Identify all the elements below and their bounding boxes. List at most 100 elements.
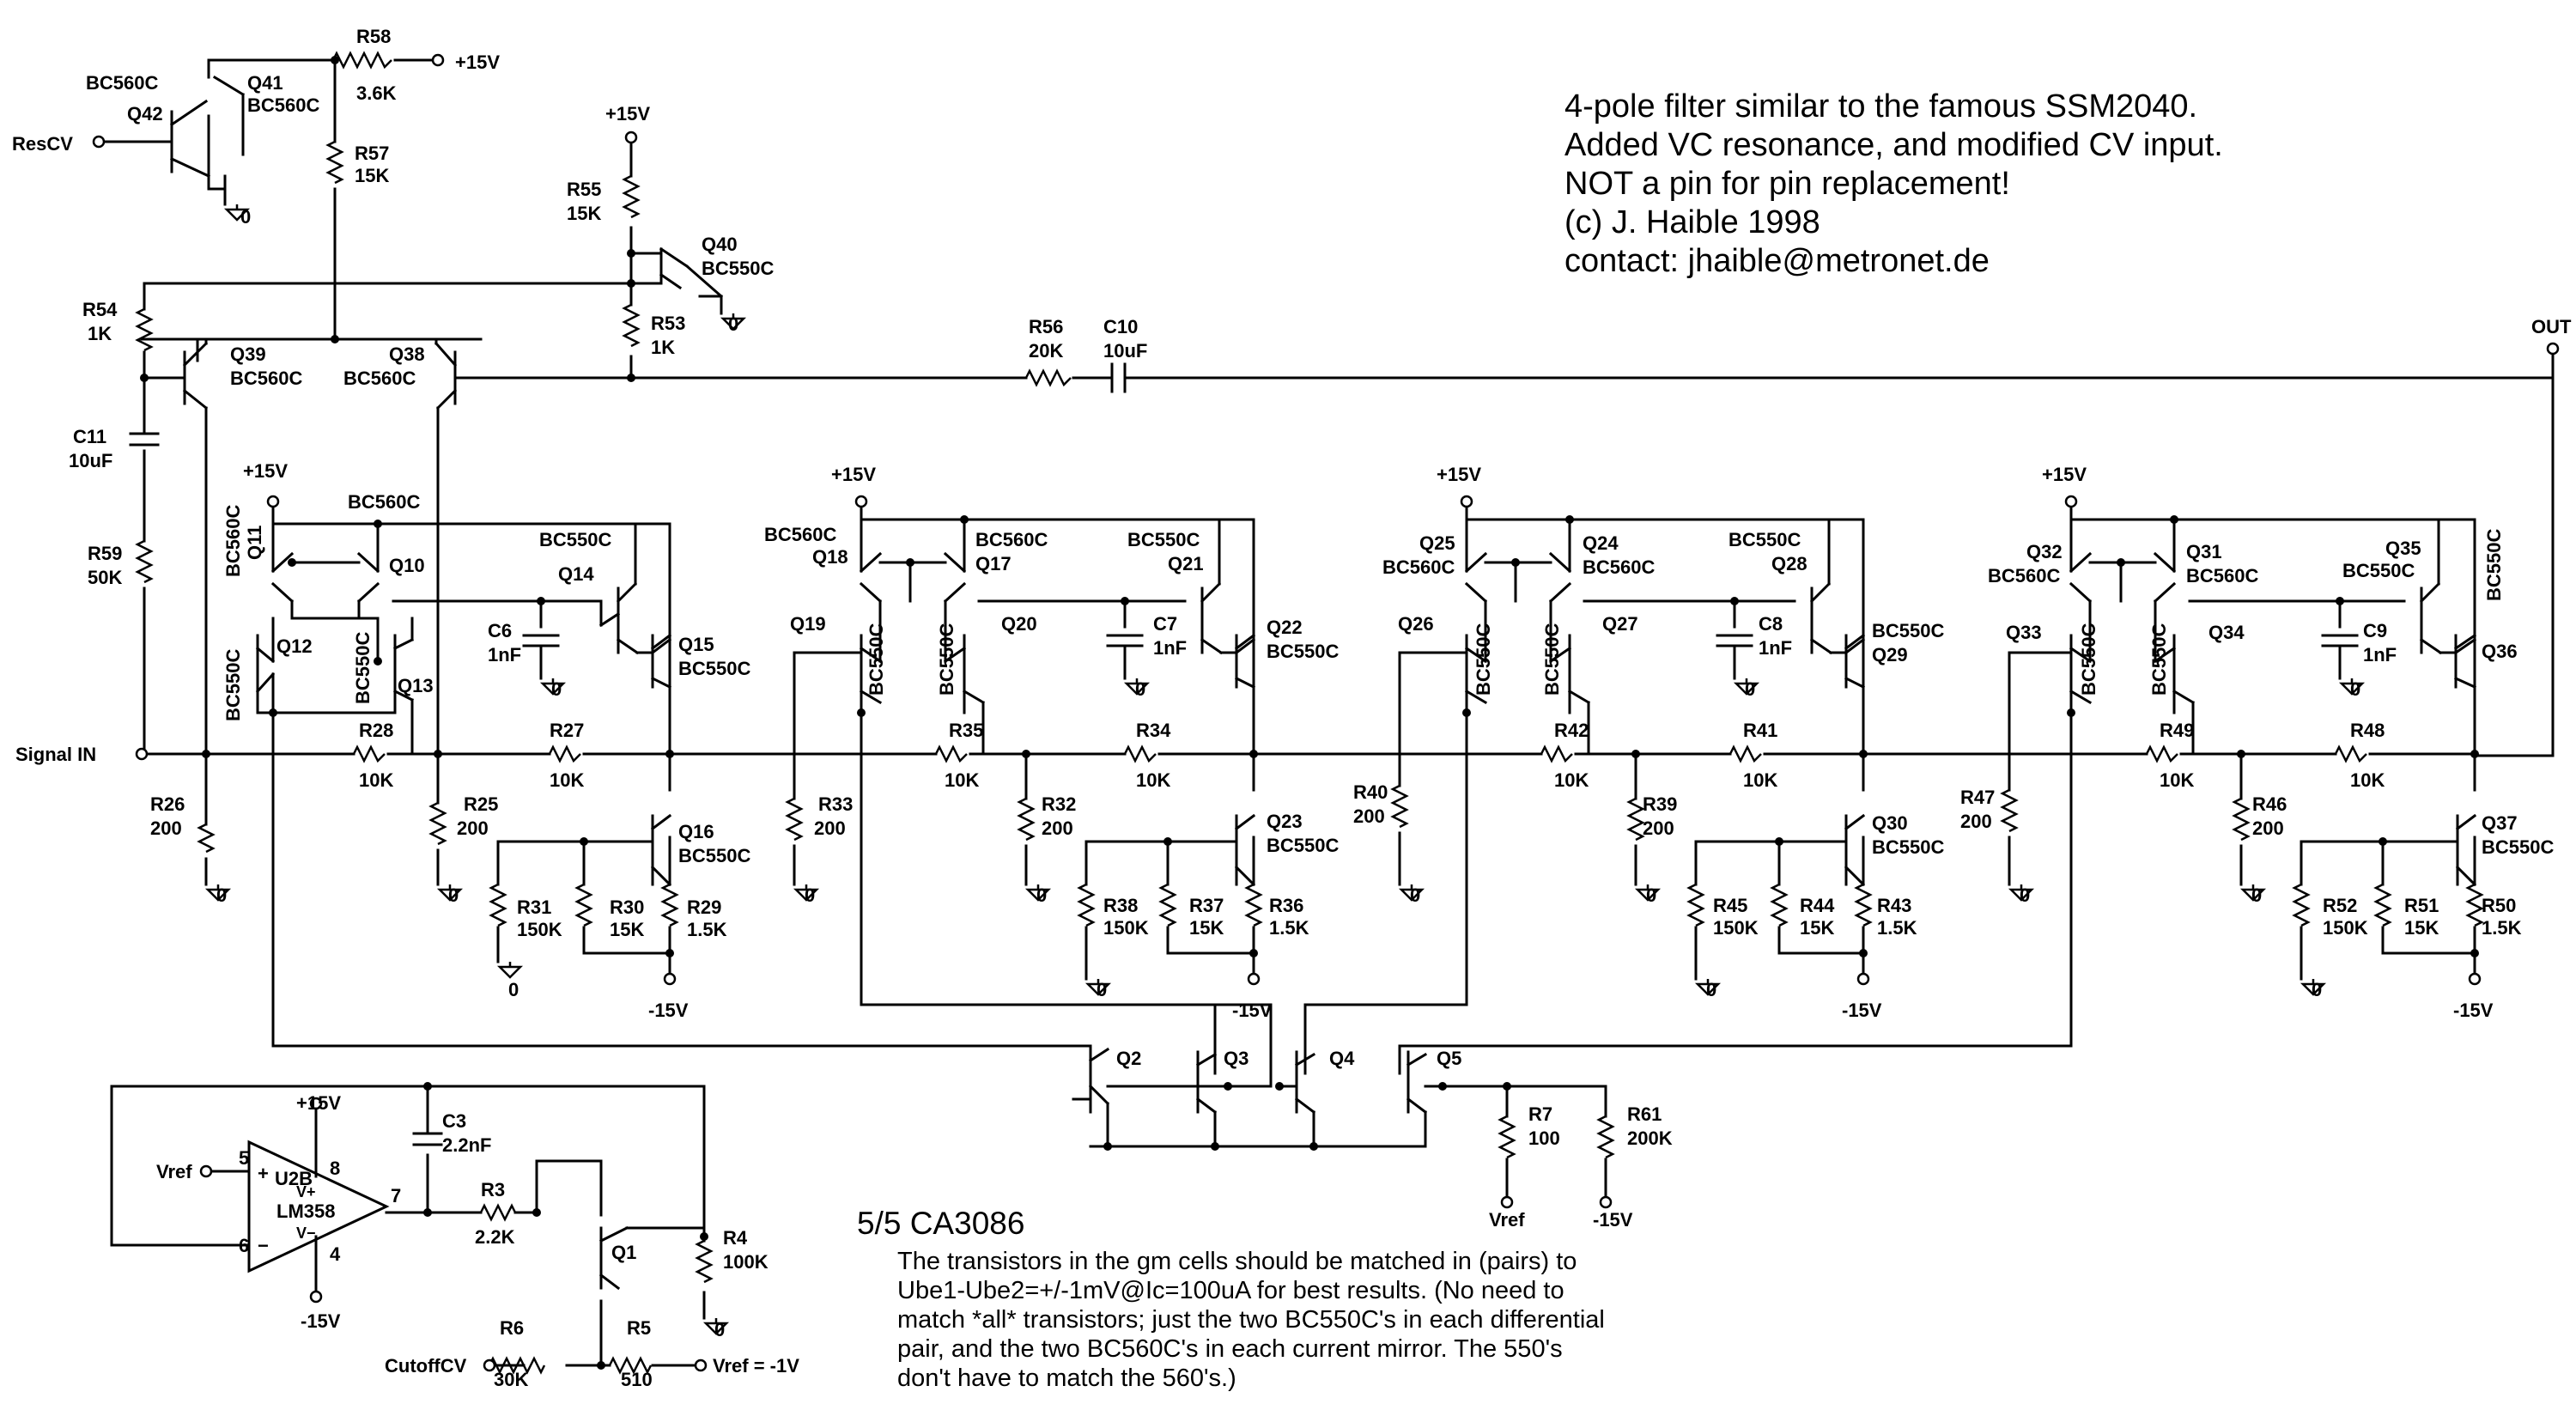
ca3086-array: [1072, 1003, 1607, 1200]
header-note-line: (c) J. Haible 1998: [1564, 204, 1820, 240]
capacitor-C3: [412, 1132, 443, 1146]
component-label: 200: [1353, 805, 1385, 827]
component-label-vertical: BC550C: [866, 623, 887, 696]
out-port-label: OUT: [2531, 316, 2572, 337]
cutoffcv-port-label: CutoffCV: [385, 1355, 467, 1377]
component-label: R42: [1554, 720, 1589, 741]
svg-text:4: 4: [330, 1243, 341, 1265]
component-label: 10K: [2160, 769, 2194, 791]
component-label: C11: [73, 426, 106, 447]
component-label: 1.5K: [1877, 917, 1917, 939]
resistor-R5: [608, 1356, 653, 1375]
component-label: 200: [1042, 817, 1073, 839]
component-label: 100: [1528, 1127, 1560, 1149]
component-label: 2.2nF: [442, 1134, 491, 1156]
component-label-vertical: BC550C: [936, 623, 957, 696]
svg-text:V−: V−: [296, 1225, 316, 1242]
svg-text:7: 7: [391, 1185, 401, 1206]
component-label: R30: [610, 896, 644, 918]
supply-pos-label: +15V: [1437, 464, 1481, 485]
component-label: R41: [1743, 720, 1777, 741]
resistor-R38: [1077, 883, 1096, 927]
resistor-R39: [1626, 797, 1645, 842]
component-label: R39: [1643, 793, 1677, 815]
component-label: 10K: [1743, 769, 1777, 791]
supply-pos-label: +15V: [2042, 464, 2087, 485]
component-label: R45: [1713, 895, 1747, 916]
component-label: R54: [82, 299, 118, 320]
component-label: R35: [949, 720, 983, 741]
component-label: BC550C: [1267, 835, 1339, 856]
component-label: R58: [356, 26, 391, 47]
component-label-vertical: BC550C: [1473, 623, 1494, 696]
component-label: 10K: [359, 769, 393, 791]
component-label: Q33: [2006, 622, 2042, 643]
rescv-port-label: ResCV: [12, 133, 73, 155]
component-label: 1K: [88, 323, 112, 344]
ground-label: 0: [805, 884, 815, 906]
component-label: R55: [567, 179, 601, 200]
component-label: Q26: [1398, 613, 1434, 635]
component-label: Q21: [1168, 553, 1204, 574]
resistor-R27: [548, 745, 581, 763]
component-label-vertical: BC550C: [2148, 623, 2170, 696]
component-label: C3: [442, 1110, 466, 1132]
component-label-vertical: Q11: [244, 526, 265, 560]
resistor-R34: [1123, 745, 1157, 763]
component-label: 1.5K: [687, 919, 727, 940]
component-label: R57: [355, 143, 389, 164]
ground-label: 0: [216, 884, 227, 906]
component-label: 200: [814, 817, 846, 839]
capacitor-C11: [129, 432, 160, 447]
component-label: 1nF: [2363, 644, 2397, 666]
ground-label: 0: [2350, 678, 2360, 700]
component-label: Q31: [2186, 541, 2222, 562]
supply-pos-label: +15V: [831, 464, 876, 485]
component-label: 50K: [88, 567, 122, 588]
component-label: 150K: [2323, 917, 2368, 939]
component-label: Q13: [398, 675, 434, 696]
resistor-R46: [2232, 797, 2251, 842]
vref-port-label: Vref: [156, 1161, 192, 1182]
resistor-R4: [695, 1239, 714, 1284]
component-label: Q3: [1224, 1048, 1249, 1069]
component-label: U2B: [275, 1168, 313, 1189]
component-label: BC550C: [1728, 529, 1801, 550]
component-label: Q5: [1437, 1048, 1461, 1069]
component-label: BC550C: [2482, 836, 2554, 858]
component-label: Q18: [812, 546, 848, 568]
header-note-line: Added VC resonance, and modified CV inpu…: [1564, 127, 2223, 163]
component-label: R48: [2350, 720, 2385, 741]
ground-label: 0: [240, 206, 251, 228]
resistor-R42: [1540, 745, 1573, 763]
capacitor-C10: [1110, 362, 1127, 393]
component-label: 200: [2252, 817, 2284, 839]
component-label: BC560C: [764, 524, 836, 545]
ground-label: 0: [508, 979, 519, 1000]
component-label: 1nF: [1153, 637, 1187, 659]
resistor-R31: [489, 883, 507, 927]
resistor-R33: [785, 797, 804, 842]
header-note-line: NOT a pin for pin replacement!: [1564, 166, 2010, 202]
component-label: Q23: [1267, 811, 1303, 832]
component-label-vertical: BC550C: [2078, 623, 2099, 696]
component-label: Q30: [1872, 812, 1908, 834]
component-label: C8: [1759, 613, 1783, 635]
resistor-R49: [2145, 745, 2178, 763]
ground-label: 0: [1646, 884, 1656, 906]
component-label: 20K: [1029, 340, 1063, 362]
component-label: 15K: [355, 165, 389, 186]
component-label: R56: [1029, 316, 1063, 337]
component-label: Q12: [276, 635, 313, 657]
junction-dots: [140, 56, 2479, 1370]
component-label: BC550C: [2342, 560, 2415, 581]
resistor-R26: [197, 823, 216, 854]
component-label: Q35: [2385, 538, 2421, 559]
resistor-R30: [574, 883, 593, 927]
component-label: 15K: [1189, 917, 1224, 939]
ground-label: 0: [1410, 884, 1420, 906]
component-label-vertical: BC560C: [222, 505, 244, 577]
ic-label: 5/5 CA3086: [857, 1206, 1024, 1241]
resistor-R32: [1017, 797, 1036, 842]
supply-neg-label: -15V: [1842, 1000, 1882, 1021]
